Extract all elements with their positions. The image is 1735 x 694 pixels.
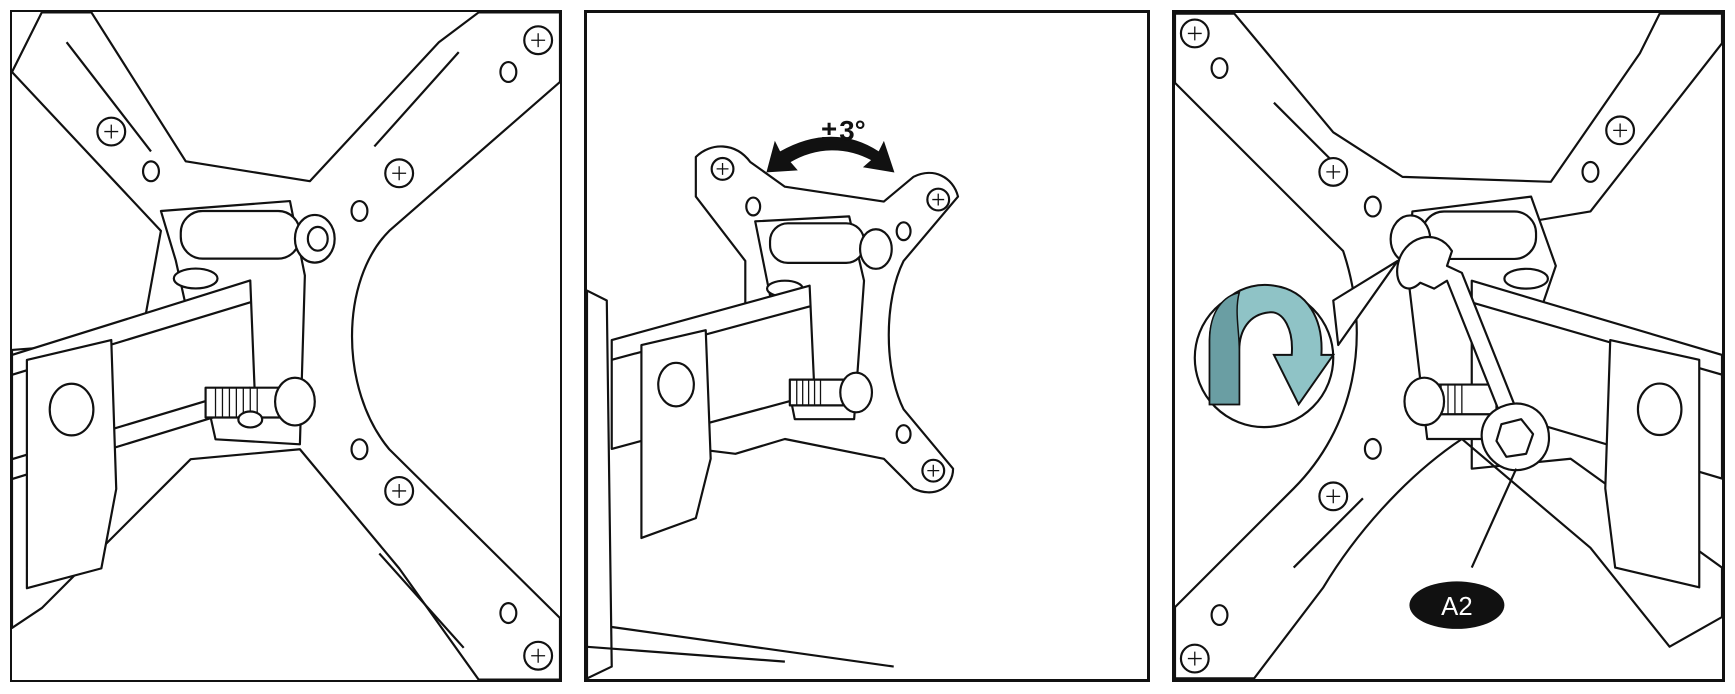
step-3-panel: A2 (1172, 10, 1725, 682)
floor-line (587, 645, 785, 663)
slot-line (1292, 497, 1364, 569)
tilt-angle-value: 3° (839, 115, 865, 146)
screw-top-left (710, 156, 735, 181)
clockwise-arrow-icon (1208, 283, 1336, 407)
screw-top-left (1179, 18, 1210, 49)
screw-top-left (96, 116, 127, 147)
hole (141, 160, 161, 183)
screw-mid-left (1318, 156, 1349, 187)
step-2-panel: ± 3° (584, 10, 1150, 682)
hole (895, 424, 912, 445)
hole (1210, 604, 1229, 627)
extension-arm (1470, 279, 1722, 589)
screw-top-right (926, 187, 951, 212)
hole (350, 438, 369, 461)
screw-corner-bottom (1179, 643, 1210, 674)
hole (895, 221, 912, 242)
screw-bottom-left (1318, 481, 1349, 512)
magnifier-callout (1193, 259, 1399, 429)
hole (499, 60, 518, 84)
tilt-angle-sign: ± (821, 115, 836, 146)
hole (1210, 57, 1229, 80)
hole (1581, 160, 1600, 183)
screw-corner-bottom (523, 640, 554, 671)
step-1-panel (10, 10, 562, 682)
floor-line (611, 625, 894, 668)
slot-line (378, 552, 465, 649)
hole (1363, 195, 1382, 218)
screw-bottom-right (921, 458, 946, 483)
bottom-bolt (788, 371, 874, 414)
bottom-bolt (204, 376, 316, 429)
hole (350, 199, 369, 223)
screw-bottom-right (384, 475, 415, 506)
screw-top-right (384, 158, 415, 189)
part-label-a2: A2 (1441, 593, 1472, 621)
wrench-icon (1396, 235, 1550, 472)
part-label-badge (1409, 581, 1505, 629)
hole (1363, 437, 1382, 460)
callout-leader-line (1470, 468, 1518, 569)
extension-arm (610, 284, 816, 540)
slot-line (373, 51, 460, 148)
rotation-arrow (766, 136, 895, 173)
tilt-adjustment-drawing: ± 3° (587, 115, 960, 679)
mount-bracket-front-drawing (12, 12, 560, 680)
screw-corner-top (523, 25, 554, 56)
hole (499, 602, 518, 625)
screw-right (1605, 115, 1636, 146)
wall-plate-edge (587, 289, 613, 679)
bottom-bolt (1403, 376, 1498, 427)
hole (745, 196, 762, 217)
wrench-tightening-drawing: A2 (1175, 13, 1722, 679)
slot-line (65, 41, 152, 153)
